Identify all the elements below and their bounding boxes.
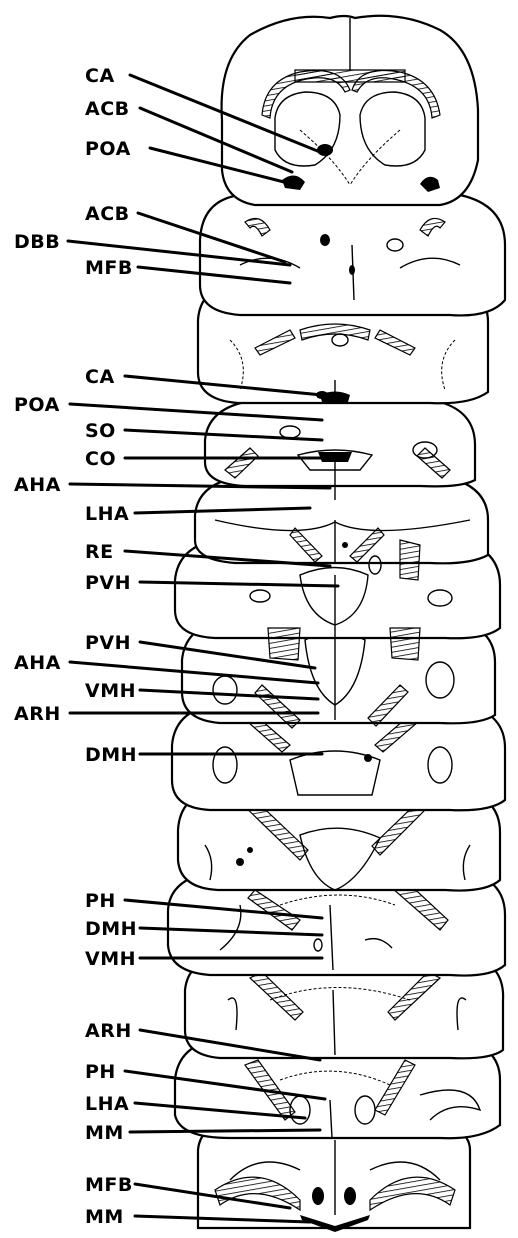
label-dbb: DBB <box>14 231 60 253</box>
label-so: SO <box>85 420 116 442</box>
label-re: RE <box>85 541 114 563</box>
label-ca: CA <box>85 65 115 87</box>
label-poa: POA <box>14 394 60 416</box>
label-mm: MM <box>85 1206 124 1228</box>
label-dmh: DMH <box>85 744 137 766</box>
label-mfb: MFB <box>85 257 133 279</box>
stacked-sections <box>168 16 505 1232</box>
label-mfb: MFB <box>85 1174 133 1196</box>
label-mm: MM <box>85 1122 124 1144</box>
label-poa: POA <box>85 138 131 160</box>
label-ca: CA <box>85 366 115 388</box>
label-aha: AHA <box>14 474 61 496</box>
label-ph: PH <box>85 890 116 912</box>
structure-labels: CA ACB POA ACB DBB MFB CA POA SO CO AHA LHA RE PVH PVH… <box>14 65 137 1228</box>
label-vmh: VMH <box>85 948 136 970</box>
label-lha: LHA <box>85 503 129 525</box>
leader-line-mm <box>130 1130 320 1132</box>
section-1 <box>200 195 505 315</box>
label-pvh: PVH <box>85 632 131 654</box>
label-aha: AHA <box>14 652 61 674</box>
label-pvh: PVH <box>85 572 131 594</box>
label-co: CO <box>85 448 116 470</box>
label-acb: ACB <box>85 203 130 225</box>
label-arh: ARH <box>85 1020 132 1042</box>
label-vmh: VMH <box>85 680 136 702</box>
label-ph: PH <box>85 1061 116 1083</box>
label-arh: ARH <box>14 703 61 725</box>
label-lha: LHA <box>85 1093 129 1115</box>
label-acb: ACB <box>85 98 130 120</box>
label-dmh: DMH <box>85 918 137 940</box>
